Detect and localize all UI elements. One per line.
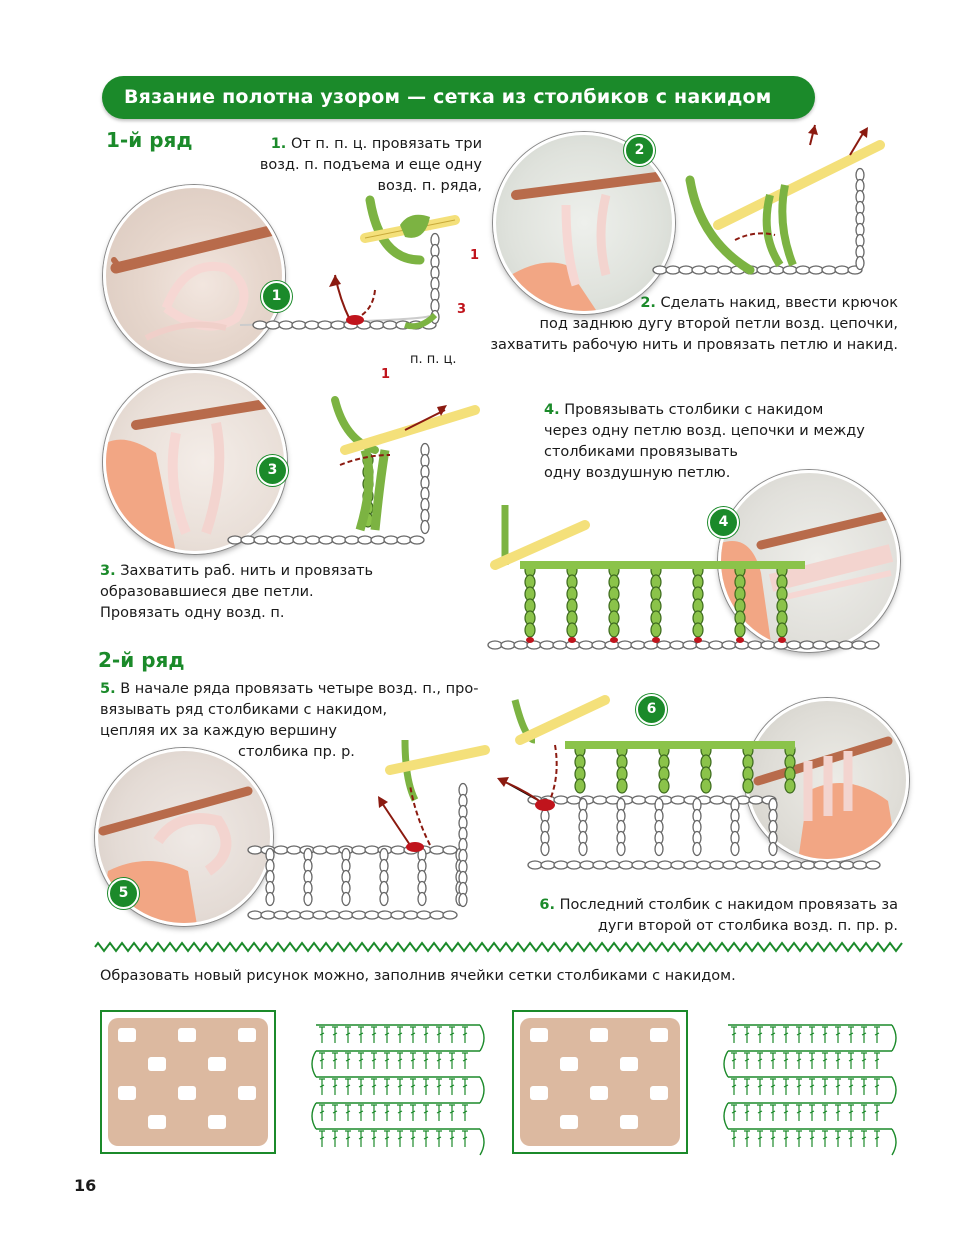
photo-step-5 [95, 748, 273, 926]
section-title-banner: Вязание полотна узором — сетка из столби… [102, 76, 815, 119]
photo-step-1 [103, 185, 285, 367]
diagram-step-3 [227, 396, 480, 545]
row1-heading: 1-й ряд [106, 128, 193, 152]
step-badge-3: 3 [257, 455, 288, 486]
step-2-line-3: захватить рабочую нить и провязать петлю… [490, 337, 898, 353]
step-1-line-3: возд. п. ряда, [377, 178, 482, 194]
step-5-line-2: вязывать ряд столбиками с накидом, [100, 702, 388, 718]
step-badge-5: 5 [108, 878, 139, 909]
photo-step-3 [103, 370, 287, 554]
step-6-text: 6. Последний столбик с накидом провязать… [500, 895, 898, 937]
step-3-line-3: Провязать одну возд. п. [100, 605, 285, 621]
sample-photo-1-art [108, 1018, 268, 1146]
step-3-text: 3. Захватить раб. нить и провязать образ… [100, 561, 400, 624]
step-5-line-3: цепляя их за каждую вершину [100, 723, 337, 739]
diagram-step-5-net [247, 782, 468, 920]
step-2-number: 2. [640, 295, 656, 311]
step-6-line-1: Последний столбик с накидом провязать за [559, 897, 898, 913]
step-6-number: 6. [539, 897, 555, 913]
diagram-step-6 [497, 695, 881, 870]
sample-photo-2 [512, 1010, 688, 1154]
step-2-line-2: под заднюю дугу второй петли возд. цепоч… [539, 316, 898, 332]
step-badge-4: 4 [708, 507, 739, 538]
photo-step-2 [493, 132, 675, 314]
step-badge-1: 1 [261, 281, 292, 312]
diagram-step-4-chain [487, 640, 880, 650]
step-4-line-1: Провязывать столбики с накидом [564, 402, 824, 418]
photo-step-1-art [110, 222, 282, 341]
step-1-text: 1. От п. п. ц. провязать три возд. п. по… [250, 134, 482, 197]
step-1-line-1: От п. п. ц. провязать три [290, 136, 482, 152]
step-5-number: 5. [100, 681, 116, 697]
row2-heading: 2-й ряд [98, 648, 185, 672]
step-4-number: 4. [544, 402, 560, 418]
diagram-label-1a: 1 [470, 248, 480, 263]
diagram-step-2-chain [652, 167, 865, 275]
sample-photo-2-art [520, 1018, 680, 1146]
sample-photo-1 [100, 1010, 276, 1154]
step-4-line-4: одну воздушную петлю. [544, 465, 731, 481]
photo-step-4 [718, 470, 900, 652]
diagram-step-4 [487, 505, 880, 650]
step-6-line-2: дуги второй от столбика возд. п. пр. р. [597, 918, 898, 934]
section-title: Вязание полотна узором — сетка из столби… [124, 86, 772, 108]
photo-step-2-art [496, 170, 672, 311]
step-5-text: 5. В начале ряда провязать четыре возд. … [100, 679, 480, 763]
step-2-text: 2. Сделать накид, ввести крючок под задн… [480, 293, 898, 356]
step-badge-6: 6 [636, 694, 667, 725]
crochet-scheme-1 [311, 1024, 485, 1156]
diagram-step-5 [247, 739, 490, 920]
step-1-line-2: возд. п. подъема и еще одну [259, 157, 482, 173]
diagram-step-4-columns [520, 561, 805, 643]
step-4-line-2: через одну петлю возд. цепочки и между [544, 423, 865, 439]
step-3-line-2: образовавшиеся две петли. [100, 584, 314, 600]
photo-step-6-art [753, 736, 898, 859]
step-1-number: 1. [270, 136, 287, 152]
photo-step-6 [745, 698, 909, 862]
diagram-step-1 [239, 195, 460, 330]
diagram-label-ppc: п. п. ц. [410, 352, 457, 367]
step-3-line-1: Захватить раб. нить и провязать [120, 563, 374, 579]
diagram-step-1-chain [252, 232, 440, 330]
step-5-line-1: В начале ряда провязать четыре возд. п.,… [120, 681, 479, 697]
step-4-text: 4. Провязывать столбики с накидом через … [544, 400, 884, 484]
step-4-line-3: столбиками провязывать [544, 444, 738, 460]
diagram-step-3-chain [227, 442, 430, 545]
diagram-step-2 [652, 124, 885, 275]
crochet-scheme-2 [723, 1024, 897, 1156]
step-badge-2: 2 [624, 135, 655, 166]
diagram-step-6-net [527, 741, 881, 870]
page-number: 16 [74, 1176, 97, 1195]
step-3-number: 3. [100, 563, 116, 579]
zigzag-separator [94, 941, 903, 953]
photo-step-3-art [106, 396, 284, 551]
step-5-line-4: столбика пр. р. [238, 744, 355, 760]
diagram-label-1b: 1 [381, 367, 391, 382]
diagram-label-3: 3 [457, 302, 467, 317]
step-2-line-1: Сделать накид, ввести крючок [660, 295, 898, 311]
footer-text: Образовать новый рисунок можно, заполнив… [100, 968, 736, 984]
